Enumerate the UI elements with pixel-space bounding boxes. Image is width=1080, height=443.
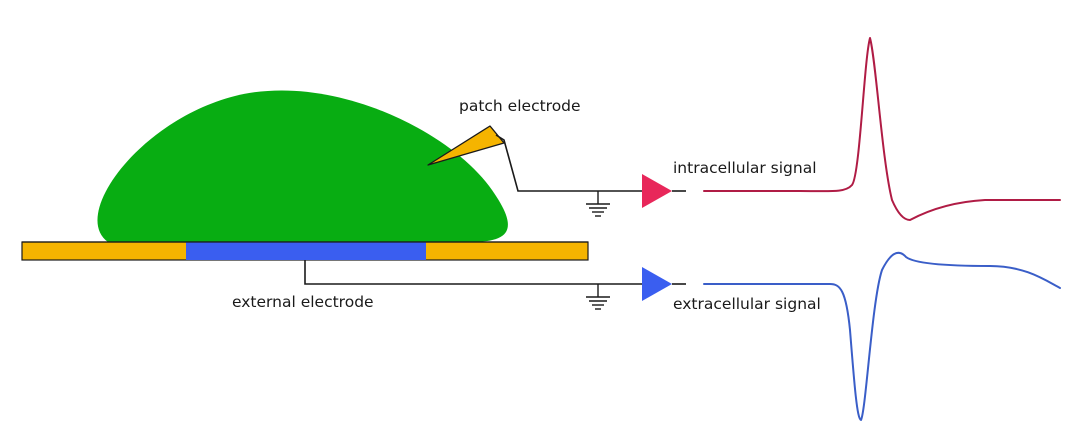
- amplifier-triangle-icon: [642, 174, 672, 208]
- ground-icon: [586, 191, 610, 217]
- external-electrode: [186, 242, 426, 260]
- extracellular-signal-trace: [703, 251, 1061, 421]
- ground-icon: [586, 284, 610, 310]
- patch-electrode-wire: [495, 134, 642, 192]
- patch-electrode: [427, 125, 505, 166]
- extracellular-signal-label: extracellular signal: [673, 295, 821, 313]
- intracellular-signal-trace: [703, 37, 1061, 221]
- amplifier-triangle-icon: [642, 267, 672, 301]
- external-electrode-wire: [304, 260, 642, 285]
- cell-body: [97, 90, 508, 242]
- intracellular-signal-label: intracellular signal: [673, 159, 817, 177]
- external-electrode-label: external electrode: [232, 293, 374, 311]
- patch-electrode-label: patch electrode: [459, 97, 581, 115]
